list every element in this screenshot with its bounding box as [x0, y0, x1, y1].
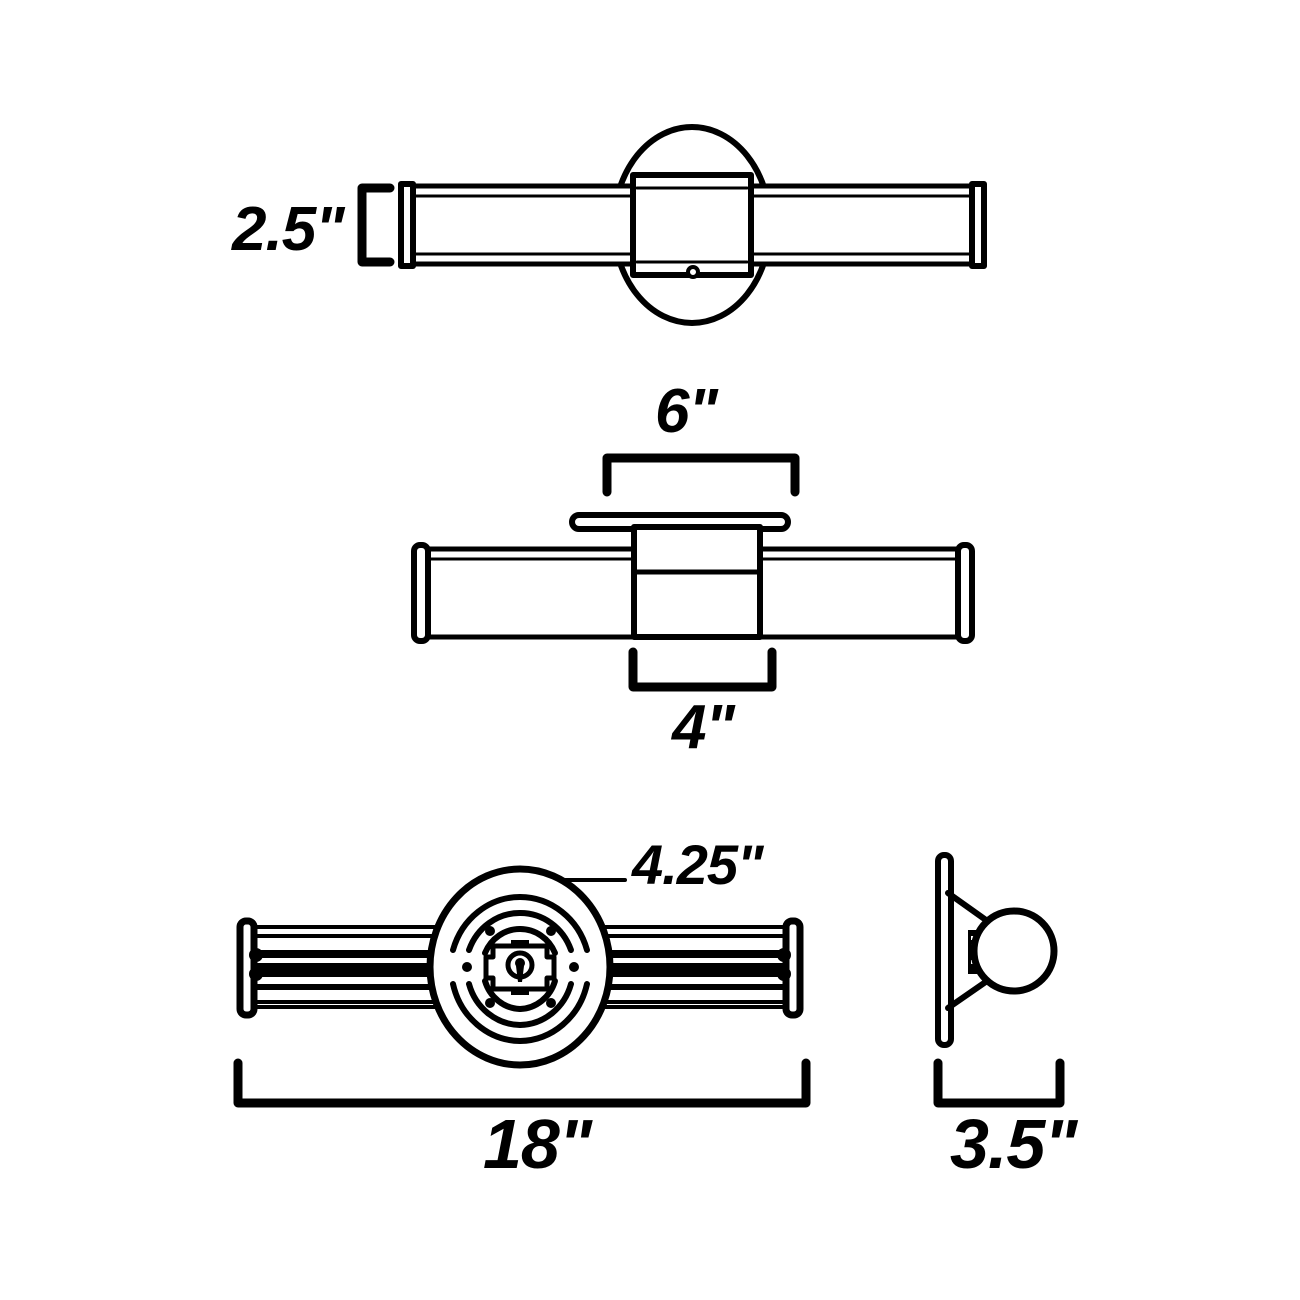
canopy-dot-top-right	[546, 926, 556, 936]
backplate-dimension-label: 6"	[655, 377, 719, 446]
length-dimension-bracket	[233, 1058, 811, 1108]
front-view-left-endcap-body	[236, 917, 258, 1019]
canopy-dot-bottom-left	[485, 998, 495, 1008]
front-view-left-nub-upper	[249, 948, 263, 962]
side-view-wall-plate	[935, 852, 954, 1048]
canopy-dot-right	[569, 962, 579, 972]
canopy-dimension-bracket	[628, 647, 777, 692]
length-dimension-label: 18"	[483, 1105, 593, 1183]
top-view-setscrew-hole	[686, 265, 700, 279]
front-view-right-nub-lower	[777, 967, 791, 981]
top-view-group: 2.5"	[231, 124, 987, 326]
bottom-view-center-canopy	[631, 524, 763, 640]
depth-dimension-label: 3.5"	[950, 1105, 1078, 1183]
canopy-plate-tab-bottom	[511, 989, 529, 995]
canopy-socket-center	[515, 958, 525, 968]
bottom-view-group: 6" 4"	[411, 377, 975, 762]
bottom-view-left-endcap	[411, 542, 431, 644]
depth-dimension-bracket	[933, 1058, 1065, 1108]
top-view-right-endcap	[969, 181, 987, 269]
front-view-right-nub-upper	[777, 948, 791, 962]
front-view-group: 4.25"	[233, 833, 811, 1183]
front-view-canopy	[426, 865, 614, 1069]
canopy-dimension-label: 4"	[670, 693, 736, 762]
canopy-plate-tab-top	[511, 940, 529, 946]
front-view-left-endcap	[236, 917, 263, 1019]
top-view-left-endcap	[398, 181, 416, 269]
height-dimension-bracket	[357, 183, 395, 267]
front-view-right-endcap	[777, 917, 804, 1019]
side-view-tube-section	[970, 907, 1058, 995]
front-view-left-nub-lower	[249, 967, 263, 981]
bottom-view-right-endcap	[955, 542, 975, 644]
backplate-dimension-bracket	[602, 453, 800, 497]
height-dimension-label: 2.5"	[231, 195, 346, 264]
canopy-dot-bottom-right	[546, 998, 556, 1008]
canopy-decorative-arcs	[450, 894, 590, 1044]
diameter-dimension-label: 4.25"	[631, 833, 765, 896]
front-view-right-endcap-body	[782, 917, 804, 1019]
canopy-dot-left	[462, 962, 472, 972]
top-view-center-housing	[630, 172, 754, 278]
canopy-socket-keyslot	[516, 966, 524, 982]
side-view-group: 3.5"	[933, 852, 1079, 1183]
canopy-dot-top-left	[485, 926, 495, 936]
